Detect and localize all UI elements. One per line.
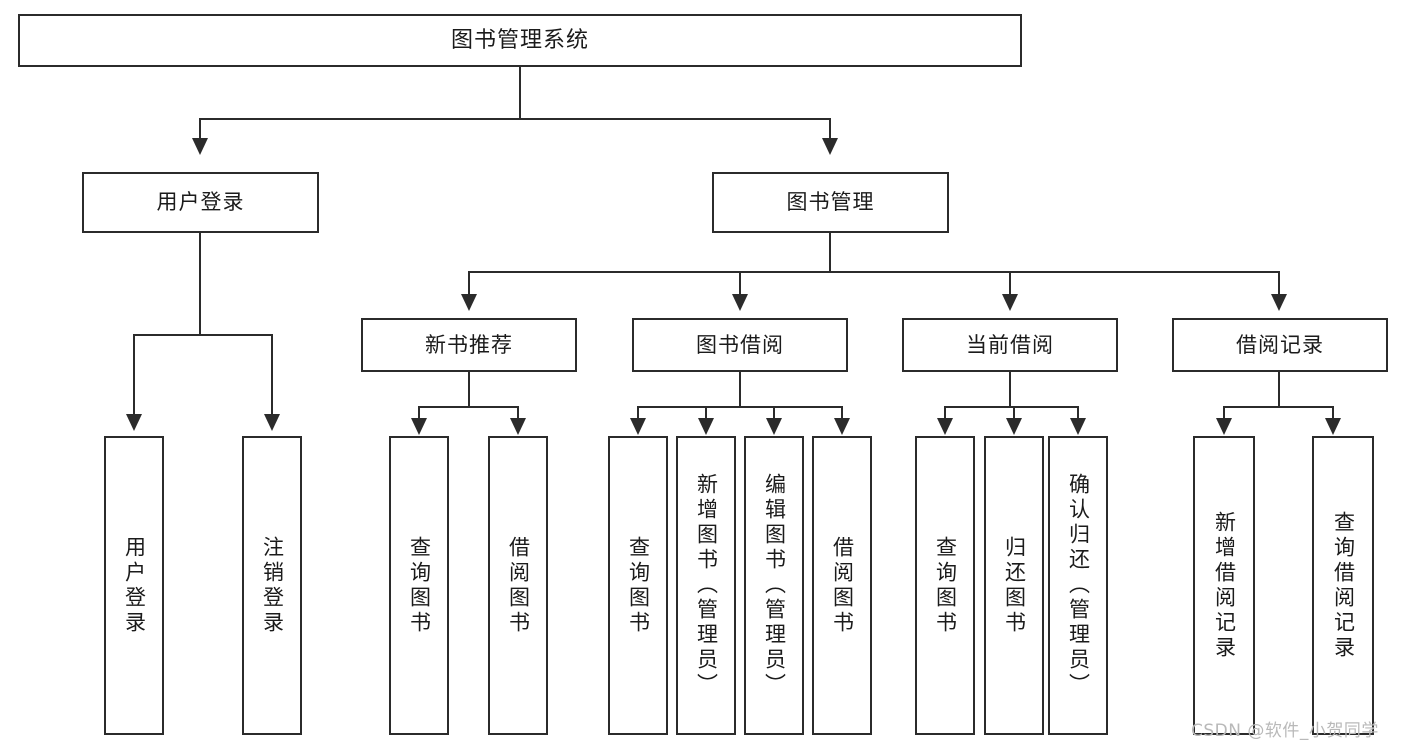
node-book-management[interactable]: 图书管理 (712, 172, 949, 233)
leaf-query-book-borrow[interactable]: 查询图书 (608, 436, 668, 735)
arrowhead-book-borrow-leaf-1 (630, 418, 646, 435)
node-label: 借阅记录 (1236, 332, 1324, 357)
connector-current-borrow-stem (1009, 372, 1011, 407)
arrowhead-book-borrow (732, 294, 748, 311)
leaf-label: 借阅图书 (830, 535, 855, 636)
leaf-query-book-recommend[interactable]: 查询图书 (389, 436, 449, 735)
arrowhead-new-book-leaf-2 (510, 418, 526, 435)
connector-level3-leg-3 (1009, 271, 1011, 297)
node-book-borrow[interactable]: 图书借阅 (632, 318, 848, 372)
leaf-label: 用户登录 (122, 535, 147, 636)
csdn-watermark: CSDN @软件_小贺同学 (1191, 721, 1379, 741)
connector-book-borrow-leg-2 (705, 406, 707, 420)
leaf-logout[interactable]: 注销登录 (242, 436, 302, 735)
leaf-label: 查询图书 (626, 535, 651, 636)
leaf-label: 借阅图书 (506, 535, 531, 636)
leaf-label: 确认归还（管理员） (1066, 473, 1091, 698)
arrowhead-new-book-recommend (461, 294, 477, 311)
arrowhead-borrow-record-leaf-2 (1325, 418, 1341, 435)
connector-current-borrow-leg-2 (1013, 406, 1015, 420)
arrowhead-leaf-logout (264, 414, 280, 431)
arrowhead-current-borrow-leaf-2 (1006, 418, 1022, 435)
connector-level3-bus (468, 271, 1280, 273)
connector-new-book-leg-2 (517, 406, 519, 420)
connector-new-book-stem (468, 372, 470, 407)
leaf-return-book[interactable]: 归还图书 (984, 436, 1044, 735)
leaf-borrow-book[interactable]: 借阅图书 (812, 436, 872, 735)
node-user-login[interactable]: 用户登录 (82, 172, 319, 233)
node-label: 图书管理系统 (450, 27, 589, 53)
connector-level3-leg-4 (1278, 271, 1280, 297)
arrowhead-current-borrow-leaf-3 (1070, 418, 1086, 435)
arrowhead-new-book-leaf-1 (411, 418, 427, 435)
connector-book-borrow-bus (637, 406, 843, 408)
node-current-borrow[interactable]: 当前借阅 (902, 318, 1118, 372)
connector-current-borrow-leg-3 (1077, 406, 1079, 420)
connector-root-stem (519, 67, 521, 119)
arrowhead-book-manage (822, 138, 838, 155)
connector-book-borrow-leg-1 (637, 406, 639, 420)
arrowhead-leaf-user-login (126, 414, 142, 431)
arrowhead-current-borrow-leaf-1 (937, 418, 953, 435)
arrowhead-current-borrow (1002, 294, 1018, 311)
node-label: 当前借阅 (966, 332, 1054, 357)
leaf-label: 注销登录 (260, 535, 285, 636)
connector-user-login-leg-1 (133, 334, 135, 416)
leaf-label: 查询图书 (933, 535, 958, 636)
connector-user-login-leg-2 (271, 334, 273, 416)
connector-level3-leg-1 (468, 271, 470, 297)
leaf-label: 归还图书 (1002, 535, 1027, 636)
leaf-borrow-book-recommend[interactable]: 借阅图书 (488, 436, 548, 735)
arrowhead-user-login (192, 138, 208, 155)
node-label: 新书推荐 (425, 332, 513, 357)
leaf-query-book-current[interactable]: 查询图书 (915, 436, 975, 735)
arrowhead-book-borrow-leaf-2 (698, 418, 714, 435)
connector-user-login-stem (199, 233, 201, 335)
node-borrow-record[interactable]: 借阅记录 (1172, 318, 1388, 372)
leaf-label: 查询图书 (407, 535, 432, 636)
leaf-query-borrow-record[interactable]: 查询借阅记录 (1312, 436, 1374, 735)
connector-book-borrow-leg-4 (841, 406, 843, 420)
leaf-edit-book-admin[interactable]: 编辑图书（管理员） (744, 436, 804, 735)
connector-borrow-record-stem (1278, 372, 1280, 407)
arrowhead-borrow-record-leaf-1 (1216, 418, 1232, 435)
leaf-label: 新增图书（管理员） (694, 473, 719, 698)
connector-borrow-record-leg-2 (1332, 406, 1334, 420)
connector-new-book-leg-1 (418, 406, 420, 420)
connector-root-leg-right (829, 118, 831, 140)
arrowhead-book-borrow-leaf-4 (834, 418, 850, 435)
connector-borrow-record-leg-1 (1223, 406, 1225, 420)
connector-root-leg-left (199, 118, 201, 140)
leaf-label: 查询借阅记录 (1331, 510, 1356, 661)
node-label: 用户登录 (156, 190, 245, 215)
connector-level3-leg-2 (739, 271, 741, 297)
connector-book-management-stem (829, 233, 831, 272)
leaf-label: 新增借阅记录 (1212, 510, 1237, 661)
node-label: 图书管理 (786, 190, 875, 215)
node-root-system[interactable]: 图书管理系统 (18, 14, 1022, 67)
leaf-add-book-admin[interactable]: 新增图书（管理员） (676, 436, 736, 735)
leaf-confirm-return-admin[interactable]: 确认归还（管理员） (1048, 436, 1108, 735)
leaf-add-borrow-record[interactable]: 新增借阅记录 (1193, 436, 1255, 735)
leaf-label: 编辑图书（管理员） (762, 473, 787, 698)
connector-current-borrow-leg-1 (944, 406, 946, 420)
connector-user-login-bus (133, 334, 272, 336)
node-label: 图书借阅 (696, 332, 784, 357)
connector-current-borrow-bus (944, 406, 1078, 408)
arrowhead-borrow-record (1271, 294, 1287, 311)
connector-root-bus (199, 118, 831, 120)
arrowhead-book-borrow-leaf-3 (766, 418, 782, 435)
connector-borrow-record-bus (1223, 406, 1334, 408)
leaf-user-login[interactable]: 用户登录 (104, 436, 164, 735)
connector-book-borrow-stem (739, 372, 741, 407)
connector-new-book-bus (418, 406, 519, 408)
connector-book-borrow-leg-3 (773, 406, 775, 420)
node-new-book-recommend[interactable]: 新书推荐 (361, 318, 577, 372)
